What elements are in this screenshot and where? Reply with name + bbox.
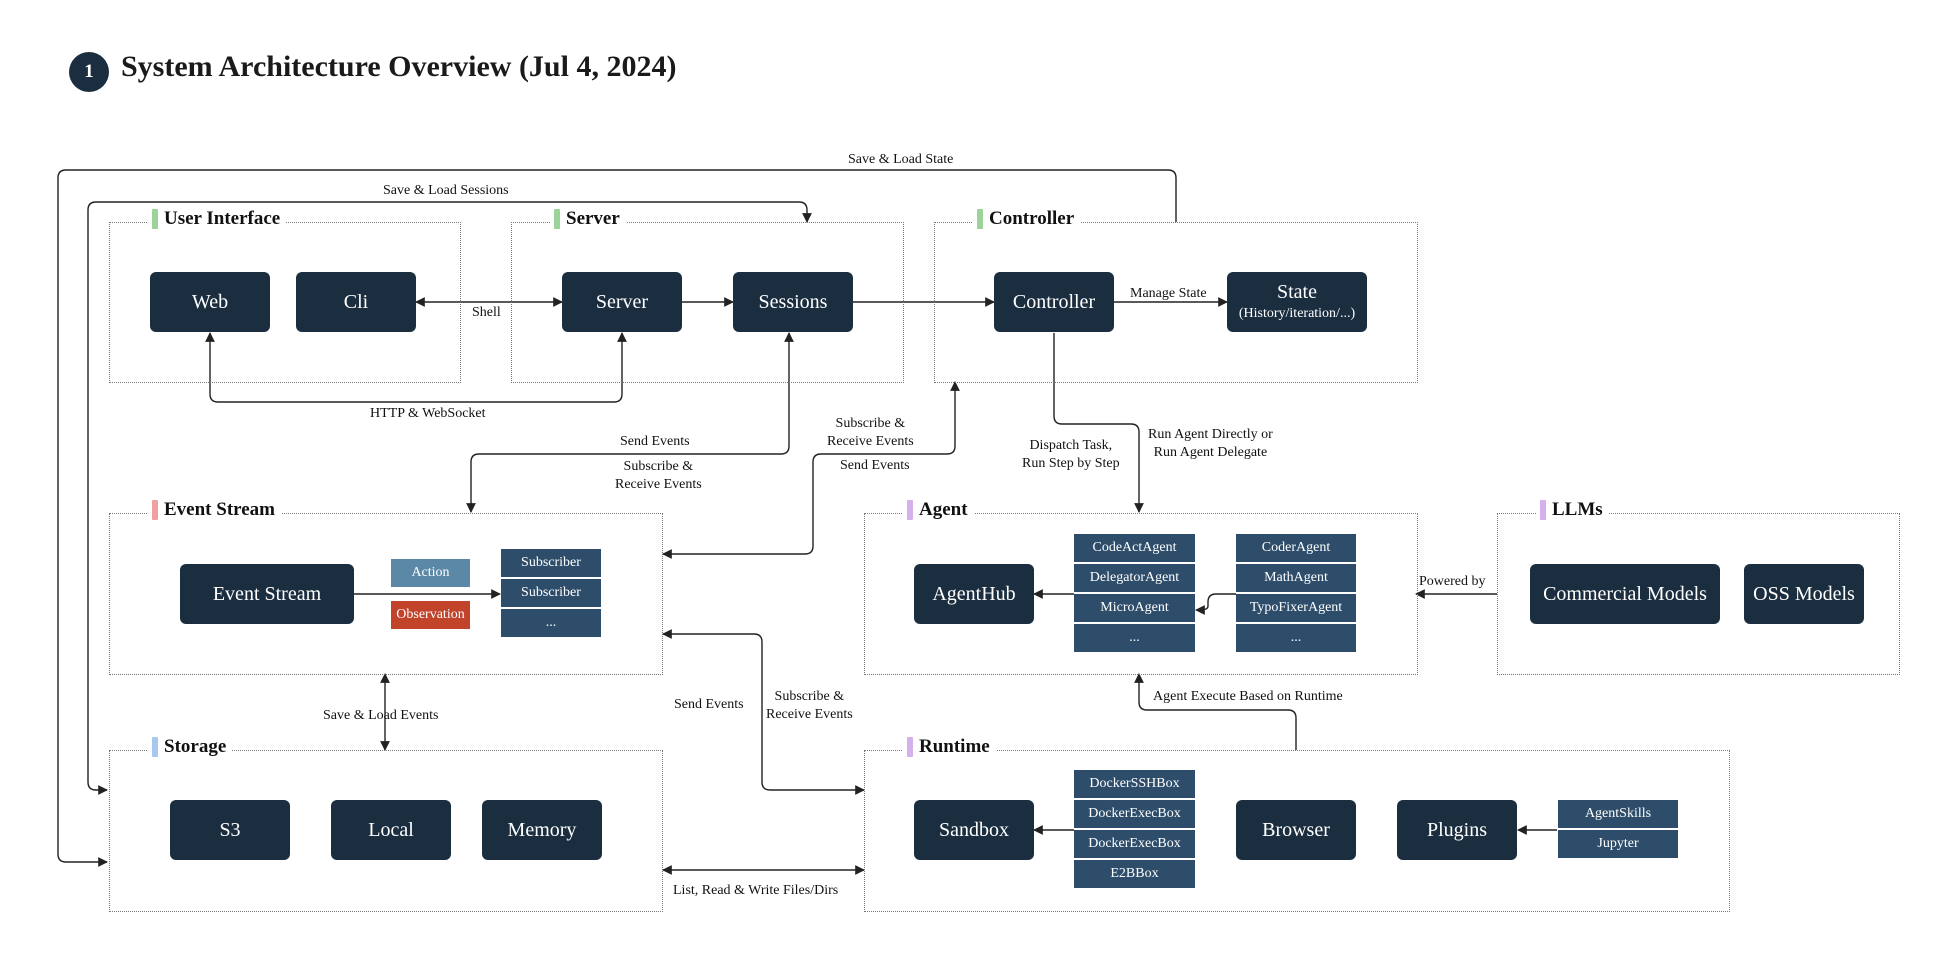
- plugin-cell: AgentSkills: [1558, 800, 1678, 828]
- marker-icon: [152, 500, 158, 520]
- edge-col2-microagent: [1195, 593, 1236, 615]
- group-label: LLMs: [1536, 499, 1609, 521]
- group-label: Event Stream: [148, 499, 281, 521]
- group-agent: Agent: [864, 499, 1418, 675]
- group-label: User Interface: [148, 208, 287, 230]
- label-subscribe-receive-2: Subscribe & Receive Events: [827, 416, 914, 450]
- node-cli: Cli: [296, 272, 416, 332]
- subscriber-cell: Subscriber: [501, 579, 601, 607]
- marker-icon: [907, 737, 913, 757]
- label-shell: Shell: [472, 305, 501, 320]
- agent-cell: MicroAgent: [1074, 594, 1195, 622]
- group-server: Server: [511, 208, 904, 383]
- edge-eventstream-runtime: [662, 629, 865, 795]
- node-agenthub: AgentHub: [914, 564, 1034, 624]
- group-label: Agent: [903, 499, 974, 521]
- group-title: Controller: [989, 208, 1075, 229]
- node-local: Local: [331, 800, 451, 860]
- label-list-read-write: List, Read & Write Files/Dirs: [673, 883, 839, 898]
- label-http-websocket: HTTP & WebSocket: [370, 406, 486, 421]
- page-title: System Architecture Overview (Jul 4, 202…: [121, 50, 677, 83]
- sandbox-cell: DockerExecBox: [1074, 830, 1195, 858]
- node-state-title: State: [1277, 281, 1317, 304]
- group-title: Event Stream: [164, 499, 275, 520]
- group-title: User Interface: [164, 208, 281, 229]
- group-label: Storage: [148, 736, 233, 758]
- sandbox-cell: E2BBox: [1074, 860, 1195, 888]
- label-send-events-3: Send Events: [674, 697, 744, 712]
- edge-runtime-agent: [1134, 673, 1297, 750]
- title-badge: 1: [69, 52, 109, 92]
- marker-icon: [977, 209, 983, 229]
- node-state-subtitle: (History/iteration/...): [1238, 306, 1356, 322]
- group-title: Server: [566, 208, 620, 229]
- marker-icon: [554, 209, 560, 229]
- marker-icon: [907, 500, 913, 520]
- label-subscribe-receive-1: Subscribe & Receive Events: [615, 459, 702, 493]
- node-oss-models: OSS Models: [1744, 564, 1864, 624]
- agent-cell: MathAgent: [1236, 564, 1356, 592]
- group-label: Runtime: [903, 736, 996, 758]
- group-llms: LLMs: [1497, 499, 1900, 675]
- node-sandbox: Sandbox: [914, 800, 1034, 860]
- node-s3: S3: [170, 800, 290, 860]
- group-label: Controller: [973, 208, 1081, 230]
- agent-cell: CodeActAgent: [1074, 534, 1195, 562]
- node-sessions: Sessions: [733, 272, 853, 332]
- group-user-interface: User Interface: [109, 208, 461, 383]
- label-subscribe-receive-3: Subscribe & Receive Events: [766, 689, 853, 723]
- label-manage-state: Manage State: [1130, 286, 1207, 301]
- label-send-events-1: Send Events: [620, 434, 690, 449]
- node-commercial-models: Commercial Models: [1530, 564, 1720, 624]
- node-event-stream: Event Stream: [180, 564, 354, 624]
- marker-icon: [152, 737, 158, 757]
- sandbox-cell: DockerExecBox: [1074, 800, 1195, 828]
- label-save-load-sessions: Save & Load Sessions: [383, 183, 509, 198]
- agent-cell: ...: [1074, 624, 1195, 652]
- group-title: Agent: [919, 499, 968, 520]
- subscriber-cell: Subscriber: [501, 549, 601, 577]
- group-title: LLMs: [1552, 499, 1603, 520]
- marker-icon: [152, 209, 158, 229]
- label-powered-by: Powered by: [1419, 574, 1486, 589]
- group-runtime: Runtime: [864, 736, 1730, 912]
- marker-icon: [1540, 500, 1546, 520]
- agent-cell: TypoFixerAgent: [1236, 594, 1356, 622]
- label-save-load-state: Save & Load State: [848, 152, 954, 167]
- group-controller: Controller: [934, 208, 1418, 383]
- node-state: State (History/iteration/...): [1227, 272, 1367, 332]
- label-run-agent: Run Agent Directly or Run Agent Delegate: [1148, 427, 1273, 461]
- agent-cell: ...: [1236, 624, 1356, 652]
- group-event-stream: Event Stream: [109, 499, 663, 675]
- event-type-observation: Observation: [391, 601, 470, 629]
- group-title: Runtime: [919, 736, 990, 757]
- node-browser: Browser: [1236, 800, 1356, 860]
- label-send-events-2: Send Events: [840, 458, 910, 473]
- label-agent-execute: Agent Execute Based on Runtime: [1153, 689, 1343, 704]
- node-controller: Controller: [994, 272, 1114, 332]
- node-server: Server: [562, 272, 682, 332]
- node-web: Web: [150, 272, 270, 332]
- edge-controller-eventstream: [662, 381, 960, 559]
- group-label: Server: [550, 208, 626, 230]
- event-type-action: Action: [391, 559, 470, 587]
- agent-cell: CoderAgent: [1236, 534, 1356, 562]
- edge-controller-agent: [1053, 333, 1144, 513]
- group-storage: Storage: [109, 736, 663, 912]
- label-save-load-events: Save & Load Events: [323, 708, 439, 723]
- sandbox-cell: DockerSSHBox: [1074, 770, 1195, 798]
- node-plugins: Plugins: [1397, 800, 1517, 860]
- edge-save-load-state: [57, 169, 1177, 867]
- label-dispatch: Dispatch Task, Run Step by Step: [1022, 438, 1120, 472]
- agent-cell: DelegatorAgent: [1074, 564, 1195, 592]
- edge-save-load-sessions: [87, 201, 812, 795]
- subscriber-cell: ...: [501, 609, 601, 637]
- group-title: Storage: [164, 736, 227, 757]
- plugin-cell: Jupyter: [1558, 830, 1678, 858]
- node-memory: Memory: [482, 800, 602, 860]
